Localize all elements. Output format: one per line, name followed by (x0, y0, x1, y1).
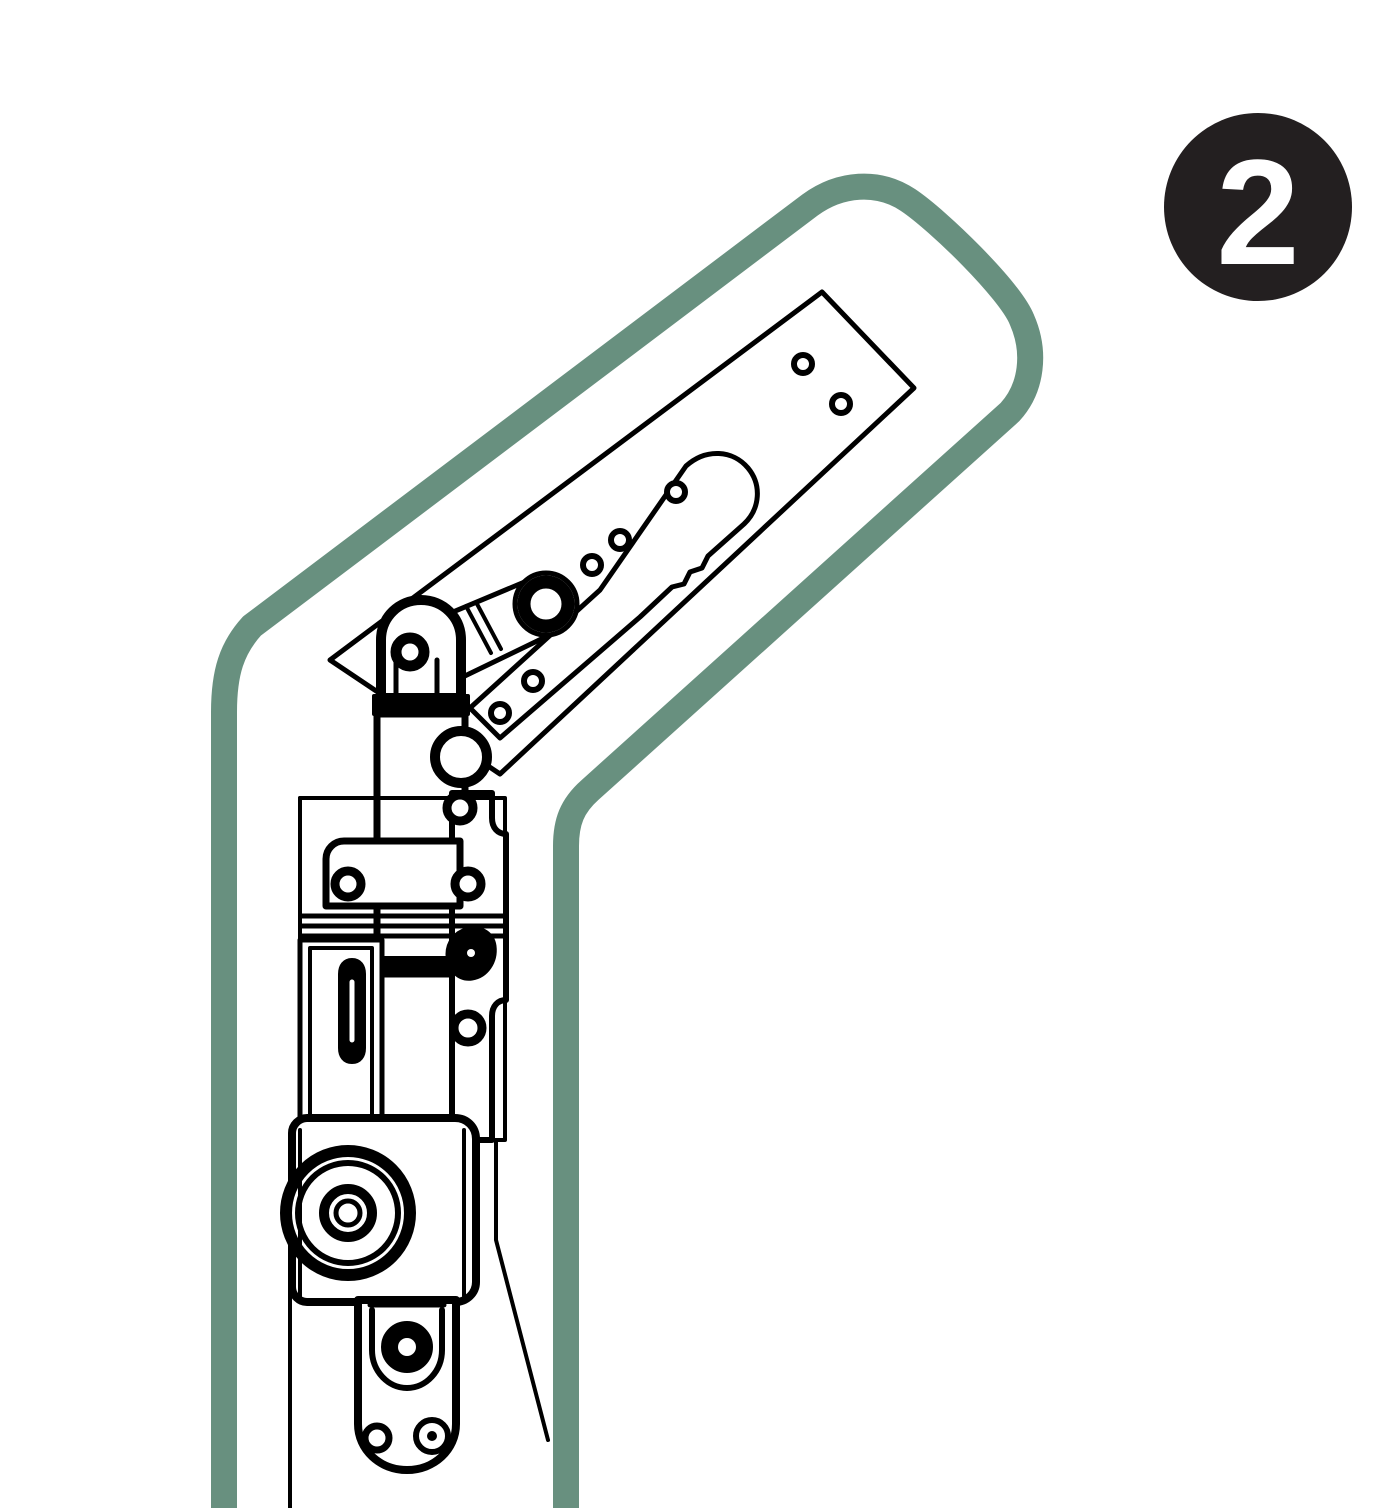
step-badge-label: 2 (1216, 128, 1299, 296)
link-arm-hole-3 (580, 553, 604, 577)
plate-hole-1 (791, 352, 815, 376)
plate-hole-2 (829, 392, 853, 416)
link-arm-hole-2 (608, 528, 632, 552)
step-badge: 2 (1164, 113, 1352, 301)
hinge-bracket (298, 726, 509, 1143)
bracket-hole-top (442, 790, 478, 826)
door-panel-outline (211, 173, 1044, 1508)
bracket-hole-left (330, 866, 366, 902)
base-plate-bore-ring (369, 1307, 445, 1391)
bracket-hole-right (450, 866, 486, 902)
step-badge-circle (1164, 113, 1352, 301)
door-outline-path (211, 173, 1044, 1508)
gear-housing (280, 1114, 480, 1306)
link-arm-hole-5 (488, 701, 512, 725)
bracket-hole-bottom (449, 1009, 487, 1047)
base-plate-center-hole (398, 1338, 416, 1356)
base-plate (354, 1296, 460, 1474)
mechanism-assembly (280, 289, 917, 1508)
adjustable-link-arm (467, 451, 760, 741)
gear-bore (333, 1198, 363, 1228)
base-bolt-hole-left (361, 1422, 393, 1454)
link-arm-hole-1 (664, 480, 688, 504)
hinge-knuckle (430, 726, 492, 788)
inner-rail (297, 937, 385, 1143)
pivot-link-seam-1 (464, 604, 493, 655)
pivot-link-eye-bore (517, 575, 575, 633)
clevis-pin-hole (390, 632, 430, 672)
link-arm-hole-4 (521, 669, 545, 693)
reference-line-right (494, 1138, 550, 1442)
cam-adjuster-center (467, 949, 475, 957)
reference-lines (288, 796, 550, 1508)
link-arm-body (467, 451, 760, 741)
pivot-link-seam-2 (474, 600, 503, 651)
base-bolt-hole-right-pin (427, 1431, 437, 1441)
